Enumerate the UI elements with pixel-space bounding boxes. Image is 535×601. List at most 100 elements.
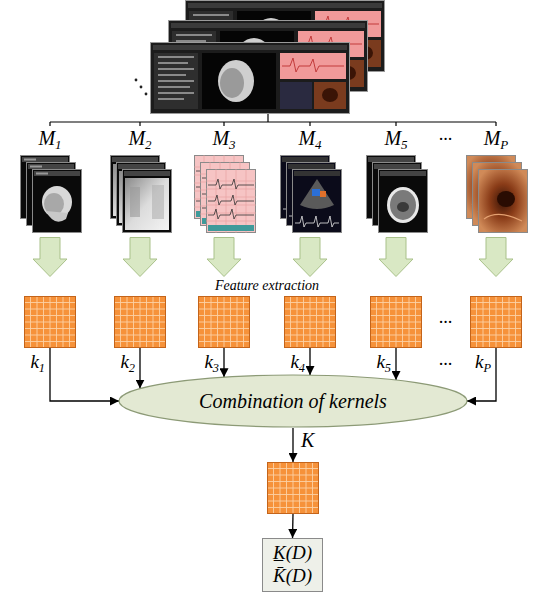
connector-arrow (50, 348, 119, 401)
grid-line (371, 302, 421, 303)
matrix-fill (471, 297, 522, 348)
bound-formula: K̄(D) (273, 565, 312, 588)
connector-arrow (395, 348, 396, 380)
kernel-matrix: k2 (114, 296, 166, 348)
grid-line (471, 328, 521, 329)
kernel-matrix: k1 (24, 296, 76, 348)
kernel-matrix: k3 (198, 296, 250, 348)
combination-ellipse: Combination of kernels (118, 374, 468, 428)
ecg-image (206, 169, 256, 233)
subscript: 2 (145, 137, 152, 152)
matrix-grid (370, 296, 422, 348)
grid-line (25, 322, 75, 323)
grid-line (115, 341, 165, 342)
matrix-grid (198, 296, 250, 348)
subscript: 3 (229, 137, 236, 152)
grid-line (371, 335, 421, 336)
branch-line (267, 114, 268, 122)
kernel-matrix: k4 (284, 296, 336, 348)
subscript: 1 (39, 361, 45, 375)
grid-line (25, 302, 75, 303)
kernel-label: k4 (290, 351, 305, 376)
ellipsis-label: ... (439, 350, 453, 370)
subscript: 1 (55, 137, 62, 152)
xray-image (33, 170, 82, 233)
ellipsis-label: ... (439, 125, 453, 145)
grid-line (371, 322, 421, 323)
grid-line (199, 315, 249, 316)
block-arrow (33, 238, 67, 277)
grid-line (285, 335, 335, 336)
connector-arrow (292, 514, 294, 538)
ellipsis-dot (145, 93, 148, 96)
extraction-arrows (33, 238, 513, 277)
grid-line (285, 302, 335, 303)
kernel-label: k2 (120, 351, 135, 376)
main-letter: M (384, 127, 401, 149)
grid-line (199, 328, 249, 329)
kernel-label: k5 (376, 351, 391, 376)
block-arrow (293, 238, 327, 277)
grid-line (471, 335, 521, 336)
kernel-label: kP (475, 351, 491, 376)
grid-line (199, 302, 249, 303)
grid-line (25, 315, 75, 316)
endoscopy-image (479, 170, 528, 233)
grid-line (115, 315, 165, 316)
subscript: 2 (129, 361, 135, 375)
block-arrow (379, 238, 413, 277)
grid-line (25, 335, 75, 336)
grid-line (371, 315, 421, 316)
matrix-fill (25, 297, 76, 348)
main-letter: M (128, 127, 145, 149)
modality-stacks (21, 155, 528, 233)
modality-label: M1 (38, 127, 61, 152)
matrix-grid (470, 296, 522, 348)
main-letter: M (298, 127, 315, 149)
modality-label: M5 (384, 127, 407, 152)
main-letter: k (290, 351, 298, 372)
subscript: P (483, 361, 491, 375)
matrix-fill (115, 297, 166, 348)
grid-line (115, 309, 165, 310)
grid-line (115, 335, 165, 336)
grid-line (268, 481, 318, 482)
grid-line (471, 322, 521, 323)
grid-line (25, 341, 75, 342)
grid-line (115, 302, 165, 303)
bounds-box: K̲(D)K̄(D) (262, 538, 323, 592)
main-letter: M (212, 127, 229, 149)
kernel-label: K (301, 428, 314, 452)
kernel-label: k1 (30, 351, 45, 376)
screenshot-stack (135, 1, 385, 114)
radiograph-image (123, 170, 172, 233)
grid-line (285, 309, 335, 310)
connector-arrow (467, 348, 496, 401)
grid-line (285, 322, 335, 323)
grid-line (471, 341, 521, 342)
grid-line (25, 309, 75, 310)
main-letter: k (475, 351, 483, 372)
kernel-label: k3 (204, 351, 219, 376)
kernel-matrix: kP (470, 296, 522, 348)
ellipsis-label: ... (439, 308, 453, 328)
subscript: 5 (385, 361, 391, 375)
connector-arrow (292, 428, 293, 462)
main-letter: k (204, 351, 212, 372)
grid-line (471, 302, 521, 303)
grid-line (115, 328, 165, 329)
grid-line (268, 488, 318, 489)
matrix-fill (371, 297, 422, 348)
matrix-fill (268, 463, 319, 514)
main-letter: k (30, 351, 38, 372)
grid-line (285, 315, 335, 316)
grid-line (285, 328, 335, 329)
grid-line (199, 322, 249, 323)
kernel-matrix: k5 (370, 296, 422, 348)
main-letter: k (120, 351, 128, 372)
combined-kernel-matrix: K (267, 462, 319, 514)
screenshot (151, 43, 350, 114)
block-arrow (123, 238, 157, 277)
connector-arrow (309, 348, 310, 375)
